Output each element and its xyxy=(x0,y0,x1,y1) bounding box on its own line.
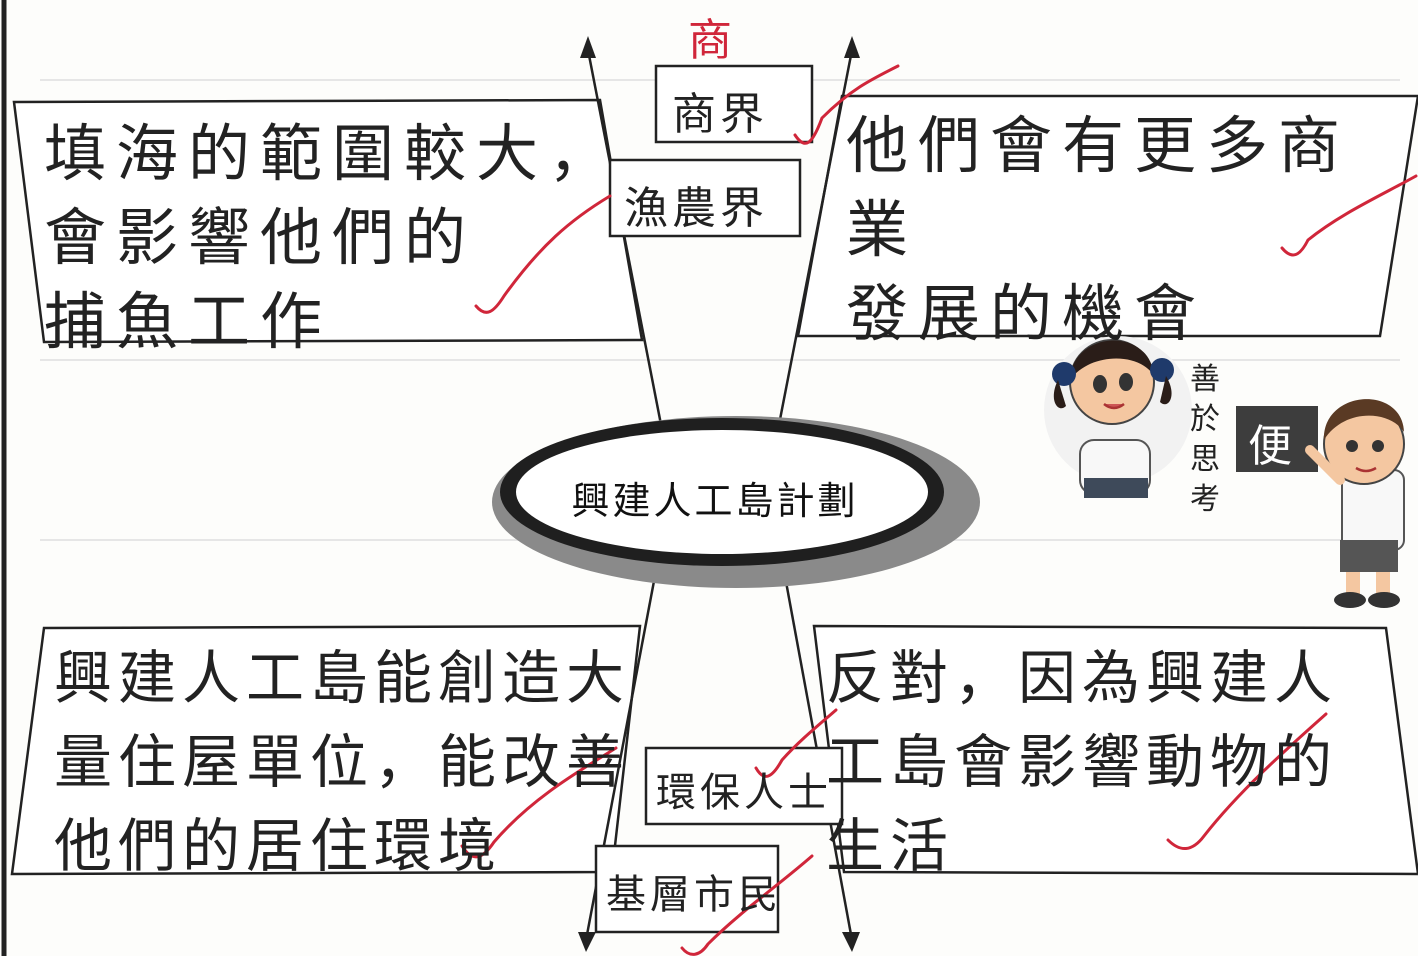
box-bottom-left-text: 興建人工島能創造大 量住屋單位，能改善 他們的居住環境 xyxy=(54,644,631,880)
check-icon xyxy=(460,746,618,859)
ellipse-center xyxy=(516,430,928,554)
check-icon xyxy=(680,854,814,956)
chalkboard xyxy=(1236,406,1318,472)
label-box-fishery xyxy=(608,158,802,238)
arrow-up-right xyxy=(844,36,860,58)
label-grassroots: 基層市民 xyxy=(606,872,782,918)
check-icon xyxy=(754,708,838,778)
label-environment: 環保人士 xyxy=(656,770,832,816)
commerce-correction: 商 xyxy=(688,15,736,66)
arrow-up-left xyxy=(580,36,596,58)
box-top-left-text: 填海的範圍較大， 會影響他們的 捕魚工作 xyxy=(44,117,621,358)
thinking-caption: 善於思考 xyxy=(1190,362,1220,517)
boy-avatar xyxy=(1236,399,1405,608)
box-top-left-frame xyxy=(12,98,644,344)
label-box-environment xyxy=(644,746,844,826)
check-icon xyxy=(1280,174,1418,257)
top-funnel xyxy=(586,49,854,441)
check-icon xyxy=(474,194,612,314)
check-icon xyxy=(793,64,900,145)
box-top-right-text: 他們會有更多商業 發展的機會 xyxy=(846,109,1351,350)
check-marks xyxy=(460,64,1418,956)
label-box-grassroots xyxy=(594,844,780,934)
box-bottom-right-text: 反對，因為興建人 工島會影響動物的 生活 xyxy=(826,644,1339,880)
arrow-down-right xyxy=(842,932,860,952)
check-icon xyxy=(1166,712,1328,850)
label-fishery: 漁農界 xyxy=(624,183,768,234)
center-title: 興建人工島計劃 xyxy=(571,479,859,523)
chalkboard-char: 便 xyxy=(1248,421,1296,472)
label-box-commerce xyxy=(654,64,814,144)
arrow-down-left xyxy=(578,932,596,952)
label-commerce: 商界 xyxy=(672,89,768,140)
girl-avatar xyxy=(1044,336,1192,498)
